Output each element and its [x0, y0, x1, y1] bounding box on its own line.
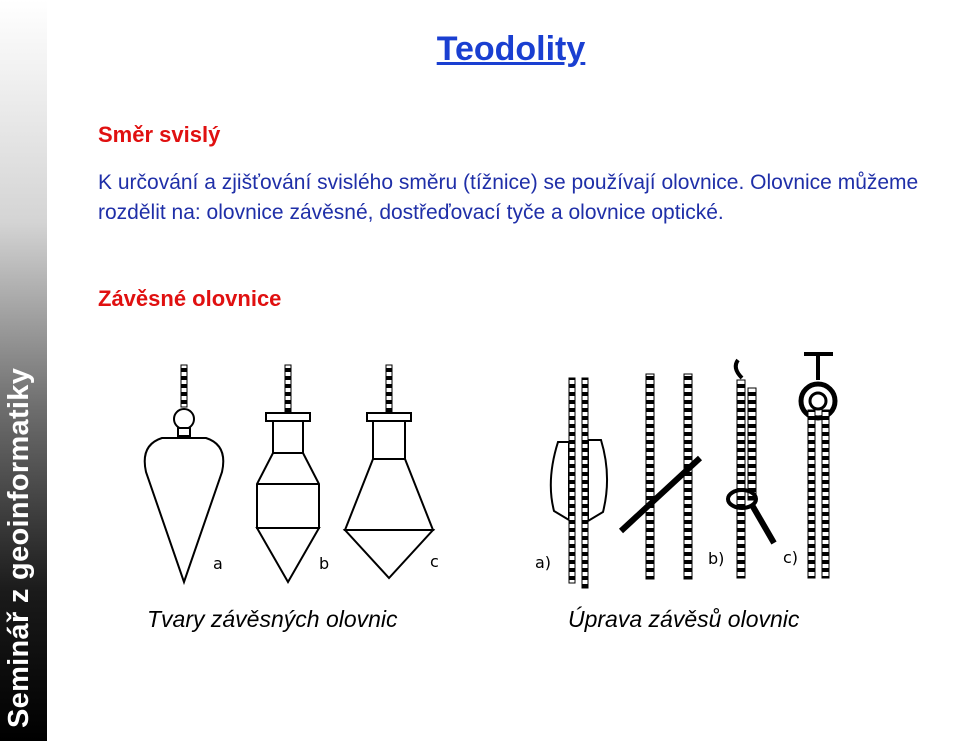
label-b: b — [319, 554, 329, 573]
label-b-paren: b) — [708, 549, 724, 568]
section-heading-hanging-plumbs: Závěsné olovnice — [98, 286, 282, 311]
suspension-b-drawing — [726, 358, 777, 579]
slide-title: Teodolity — [436, 30, 586, 68]
suspension-c-drawing — [798, 352, 838, 579]
label-a: a — [213, 554, 223, 573]
caption-plumb-shapes: Tvary závěsných olovnic — [147, 606, 398, 632]
caption-plumb-suspension: Úprava závěsů olovnic — [568, 606, 800, 632]
section-heading-vertical-direction: Směr svislý — [98, 122, 221, 147]
plumb-bob-c-drawing — [342, 364, 436, 580]
sidebar: Seminář z geoinformatiky — [0, 0, 47, 741]
plumb-bob-b-drawing — [255, 364, 321, 585]
plumb-bob-a-drawing — [143, 364, 225, 586]
label-c-paren: c) — [783, 548, 798, 567]
suspension-rod-drawing — [618, 373, 703, 580]
suspension-a-drawing — [549, 377, 609, 589]
label-c: c — [430, 552, 439, 571]
label-a-paren: a) — [535, 553, 551, 572]
body-paragraph: K určování a zjišťování svislého směru (… — [98, 171, 919, 224]
